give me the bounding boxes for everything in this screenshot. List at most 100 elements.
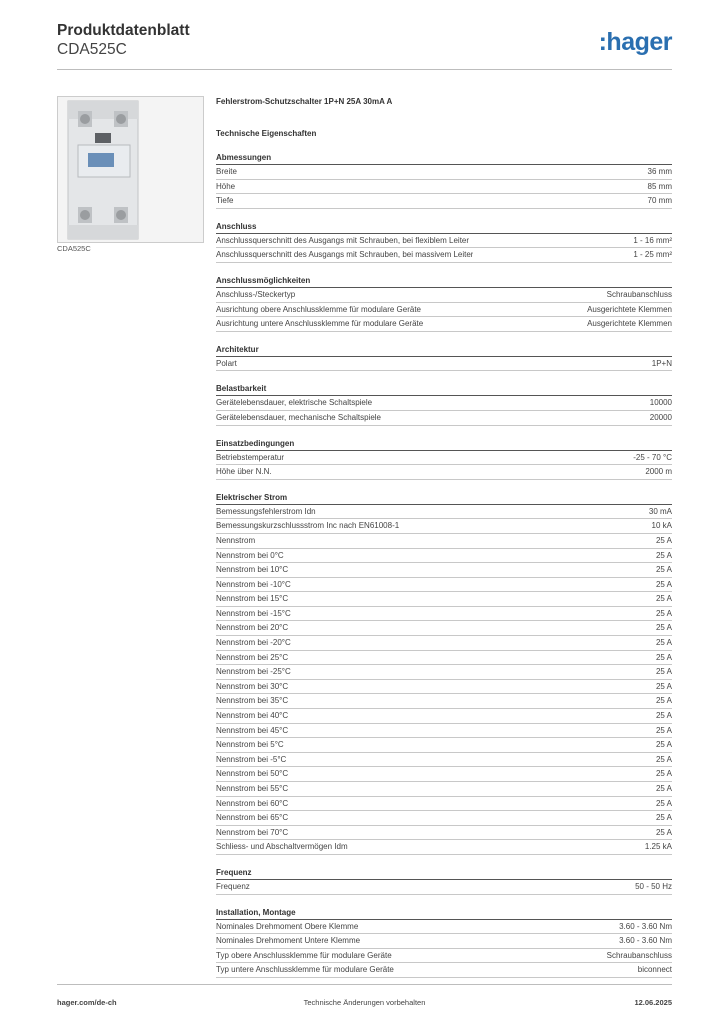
spec-label: Höhe über N.N. [216,467,272,477]
spec-value: 25 A [655,696,672,706]
spec-label: Gerätelebensdauer, mechanische Schaltspi… [216,412,381,422]
section-title: Elektrischer Strom [216,492,672,505]
spec-value: 25 A [655,535,672,545]
spec-label: Nennstrom bei -15°C [216,608,291,618]
hager-logo: :hager [598,28,673,56]
spec-value: 25 A [655,798,672,808]
spec-row: Nennstrom bei 50°C 25 A [216,767,672,782]
rcd-device-illustration [58,97,203,242]
spec-label: Nennstrom bei 55°C [216,784,289,793]
spec-label: Nennstrom bei 30°C [216,681,289,691]
spec-value: 25 A [655,623,672,633]
spec-label: Nennstrom bei -20°C [216,638,291,648]
spec-row: Tiefe 70 mm [216,194,672,209]
spec-label: Nominales Drehmoment Untere Klemme [216,936,361,946]
spec-label: Typ untere Anschlussklemme für modulare … [216,965,394,975]
spec-value: 2000 m [645,467,672,477]
spec-row: Ausrichtung obere Anschlussklemme für mo… [216,303,672,318]
spec-row: Höhe über N.N. 2000 m [216,465,672,480]
spec-label: Nennstrom bei 70°C [216,827,289,837]
spec-row: Nennstrom 25 A [216,534,672,549]
spec-value: 10 kA [651,521,672,531]
spec-value: 3.60 - 3.60 Nm [619,921,672,931]
spec-row: Typ untere Anschlussklemme für modulare … [216,963,672,978]
spec-label: Nennstrom bei 0°C [216,550,284,560]
spec-value: 70 mm [647,196,672,206]
spec-label: Nennstrom bei 40°C [216,711,289,721]
header-divider [57,69,672,70]
spec-value: 25 A [655,827,672,837]
footer-disclaimer: Technische Änderungen vorbehalten [303,998,426,1007]
spec-label: Nennstrom [216,535,256,545]
spec-row: Bemessungskurzschlussstrom Inc nach EN61… [216,519,672,534]
spec-value: 1 - 16 mm² [633,235,672,245]
spec-value: 10000 [649,398,672,408]
spec-row: Gerätelebensdauer, mechanische Schaltspi… [216,411,672,426]
spec-label: Nominales Drehmoment Obere Klemme [216,921,359,931]
section-title: Architektur [216,344,672,357]
image-caption: CDA525C [57,244,91,253]
spec-value: 25 A [655,638,672,648]
document-title: Produktdatenblatt [57,22,190,39]
spec-label: Tiefe [216,196,234,206]
spec-label: Frequenz [216,881,250,891]
spec-label: Nennstrom bei 45°C [216,725,289,735]
product-description: Fehlerstrom-Schutzschalter 1P+N 25A 30mA… [216,97,393,106]
spec-label: Breite [216,167,237,176]
spec-row: Nennstrom bei 40°C 25 A [216,709,672,724]
section-title: Anschlussmöglichkeiten [216,275,672,288]
spec-value: 25 A [655,608,672,618]
spec-value: 25 A [655,681,672,691]
spec-row: Gerätelebensdauer, elektrische Schaltspi… [216,396,672,411]
spec-row: Typ obere Anschlussklemme für modulare G… [216,949,672,964]
spec-value: 30 mA [648,506,672,516]
spec-value: Schraubanschluss [606,289,672,299]
spec-value: 25 A [655,711,672,721]
section-title: Installation, Montage [216,907,672,920]
spec-value: 25 A [655,769,672,779]
section-title: Abmessungen [216,152,672,165]
spec-value: 50 - 50 Hz [635,881,672,891]
spec-label: Nennstrom bei -10°C [216,579,291,589]
spec-row: Nennstrom bei 60°C 25 A [216,797,672,812]
spec-value: 25 A [655,652,672,662]
spec-label: Nennstrom bei 60°C [216,798,289,808]
spec-row: Nennstrom bei 70°C 25 A [216,826,672,841]
spec-value: -25 - 70 °C [633,452,672,462]
spec-label: Anschlussquerschnitt des Ausgangs mit Sc… [216,235,470,245]
section-title: Anschluss [216,221,672,234]
spec-value: 25 A [655,784,672,793]
spec-value: 1.25 kA [644,842,672,852]
spec-row: Anschluss-/Steckertyp Schraubanschluss [216,288,672,303]
section-title: Frequenz [216,867,672,880]
spec-row: Ausrichtung untere Anschlussklemme für m… [216,317,672,332]
product-code: CDA525C [57,41,127,58]
footer-website-link[interactable]: hager.com/de-ch [57,998,117,1007]
spec-label: Nennstrom bei 50°C [216,769,289,779]
spec-label: Ausrichtung obere Anschlussklemme für mo… [216,304,421,314]
spec-row: Anschlussquerschnitt des Ausgangs mit Sc… [216,248,672,263]
spec-value: 25 A [655,813,672,823]
spec-value: 25 A [655,754,672,764]
spec-value: 85 mm [647,181,672,191]
spec-label: Anschluss-/Steckertyp [216,289,296,299]
spec-label: Nennstrom bei 5°C [216,740,284,750]
spec-label: Anschlussquerschnitt des Ausgangs mit Sc… [216,250,474,260]
spec-value: 25 A [655,565,672,575]
spec-label: Nennstrom bei 65°C [216,813,289,823]
